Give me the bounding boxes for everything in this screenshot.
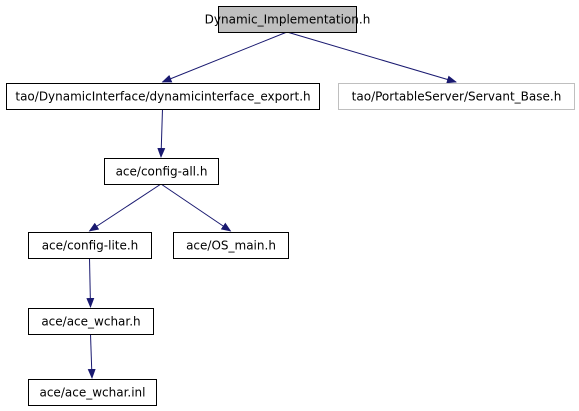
node-box — [104, 158, 219, 185]
node-label: ace/ace_wchar.inl — [39, 386, 145, 400]
node-dynamic-implementation-h[interactable]: Dynamic_Implementation.h — [205, 6, 371, 33]
node-tao-dynamicinterface-dynamicinterface-export-h[interactable]: tao/DynamicInterface/dynamicinterface_ex… — [6, 83, 320, 110]
node-label: tao/PortableServer/Servant_Base.h — [352, 90, 562, 104]
edge-configall-to-configlite — [88, 183, 162, 232]
edge-root-to-servant — [286, 31, 457, 84]
edge-wcharh-to-wcharinl — [87, 333, 96, 379]
nodes: Dynamic_Implementation.h tao/DynamicInter… — [6, 6, 575, 406]
edges — [86, 31, 457, 379]
node-ace-os-main-h[interactable]: ace/OS_main.h — [173, 232, 289, 259]
node-box — [6, 83, 320, 110]
node-box — [218, 6, 357, 33]
node-box — [338, 83, 575, 110]
edge-export-to-configall — [157, 108, 166, 158]
node-box — [28, 308, 154, 335]
edge-configall-to-osmain — [160, 183, 232, 232]
node-box — [173, 232, 289, 259]
node-label: ace/config-lite.h — [42, 239, 139, 253]
node-ace-ace-wchar-h[interactable]: ace/ace_wchar.h — [28, 308, 154, 335]
node-tao-portableserver-servant-base-h[interactable]: tao/PortableServer/Servant_Base.h — [338, 83, 575, 110]
node-box — [28, 232, 152, 259]
node-ace-ace-wchar-inl[interactable]: ace/ace_wchar.inl — [28, 379, 157, 406]
node-label: ace/config-all.h — [116, 165, 208, 179]
node-ace-config-lite-h[interactable]: ace/config-lite.h — [28, 232, 152, 259]
node-label: ace/OS_main.h — [186, 239, 276, 253]
node-ace-config-all-h[interactable]: ace/config-all.h — [104, 158, 219, 185]
edge-configlite-to-wcharh — [86, 257, 95, 308]
node-box — [28, 379, 157, 406]
node-label: Dynamic_Implementation.h — [205, 13, 371, 27]
node-label: ace/ace_wchar.h — [41, 315, 140, 329]
edge-root-to-export — [161, 31, 288, 83]
node-label: tao/DynamicInterface/dynamicinterface_ex… — [15, 90, 310, 104]
